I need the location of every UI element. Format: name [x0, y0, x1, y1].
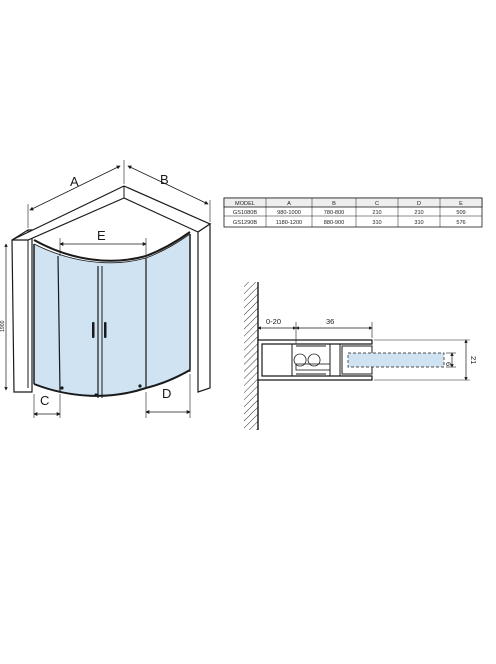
- glass-panel: [347, 352, 445, 368]
- dimension-height: 1900: [0, 243, 8, 391]
- table-cell: 509: [456, 210, 465, 216]
- label-a: A: [70, 174, 79, 189]
- table-cell: 880-900: [324, 220, 345, 226]
- table-cell: 1180-1200: [276, 220, 302, 226]
- table-header: E: [459, 201, 463, 207]
- dimension-adjust: 0-20: [257, 317, 297, 344]
- door-handle-icon: [104, 322, 107, 338]
- panel-divider: [57, 255, 61, 393]
- table-cell: 310: [372, 220, 381, 226]
- label-c: C: [40, 393, 49, 408]
- dimension-glass-thickness: 6: [444, 352, 456, 368]
- table-header: A: [287, 201, 291, 207]
- table-cell: GS1290B: [233, 220, 258, 226]
- door-handle-icon: [92, 322, 95, 338]
- wall-hatch: [244, 282, 258, 430]
- table-cell: GS1080B: [233, 210, 258, 216]
- dimension-e: E: [59, 228, 147, 256]
- table-header: D: [417, 201, 421, 207]
- wall-profile: [257, 339, 373, 381]
- profile-cross-section: 0-20 36 6 21: [244, 282, 478, 430]
- label-b: B: [160, 172, 169, 187]
- table-header: C: [375, 201, 379, 207]
- label-glass-thickness: 6: [444, 362, 453, 366]
- left-wall: [11, 229, 33, 393]
- table-cell: 310: [414, 220, 423, 226]
- table-header: MODEL: [235, 201, 255, 207]
- table-cell: 210: [414, 210, 423, 216]
- label-height: 1900: [0, 320, 6, 332]
- label-d: D: [162, 386, 171, 401]
- dimension-c: C: [33, 393, 61, 418]
- dimension-a: A: [27, 160, 125, 228]
- table-header: B: [332, 201, 336, 207]
- label-profile-width: 36: [326, 317, 334, 326]
- glass-panels: [33, 231, 191, 398]
- shower-enclosure-drawing: A B E 1900 C: [0, 160, 212, 418]
- table-cell: 780-800: [324, 210, 345, 216]
- table-cell: 980-1000: [277, 210, 301, 216]
- top-walls: [11, 185, 212, 241]
- label-e: E: [97, 228, 106, 243]
- dimension-d: D: [145, 374, 191, 418]
- dimension-b: B: [127, 165, 211, 222]
- table-cell: 576: [456, 220, 465, 226]
- right-wall: [189, 222, 211, 393]
- dimension-profile-depth: 21: [374, 339, 478, 381]
- label-profile-depth: 21: [469, 356, 478, 364]
- dimension-profile-width: 36: [295, 317, 373, 338]
- label-adjust: 0-20: [266, 317, 281, 326]
- spec-table: MODEL A B C D E GS1080B 980-1000 780-800…: [223, 197, 483, 228]
- table-cell: 210: [372, 210, 381, 216]
